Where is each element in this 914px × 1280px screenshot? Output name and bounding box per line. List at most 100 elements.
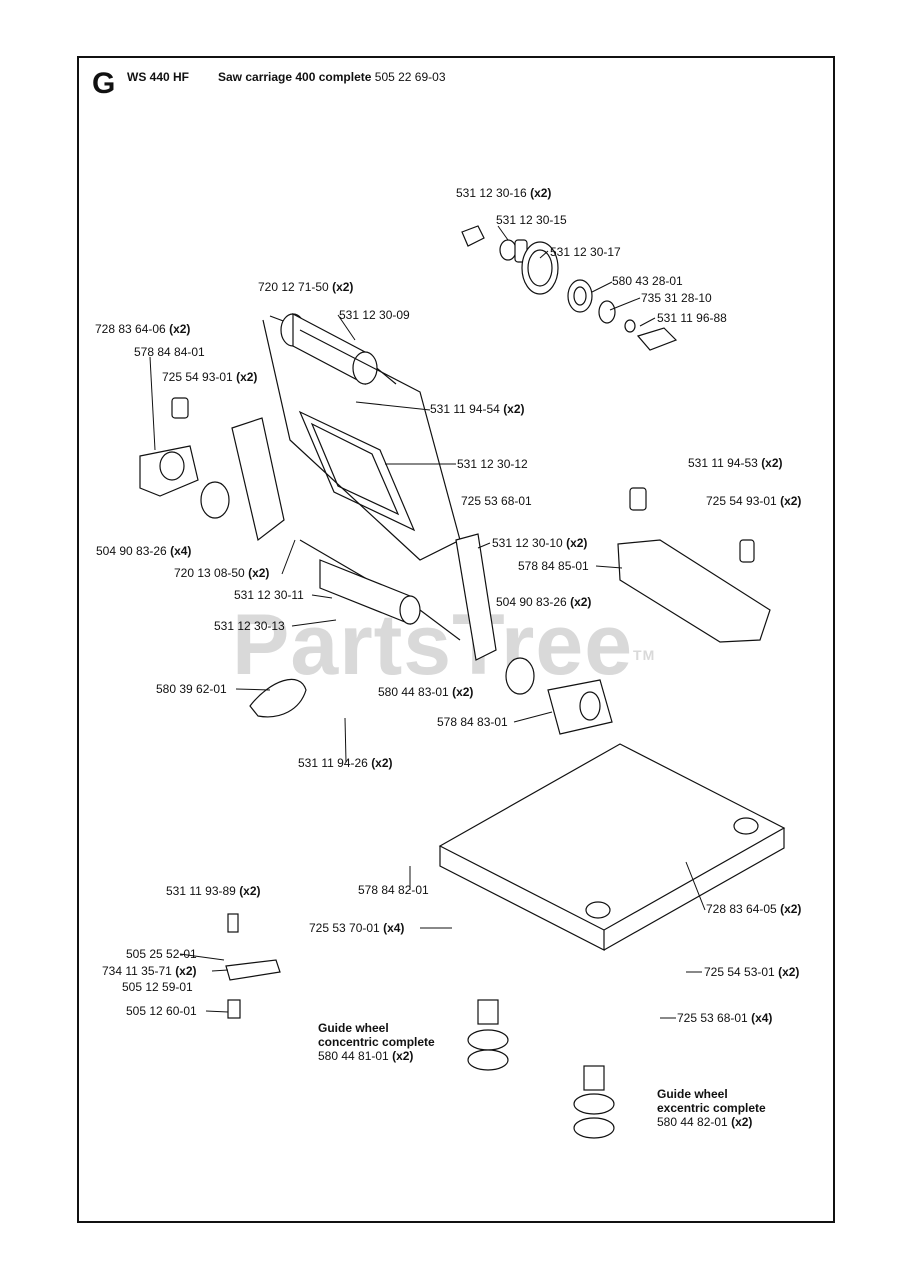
leader-line [179, 953, 225, 961]
small-fasteners [225, 913, 281, 1019]
clamp-bar [617, 487, 771, 643]
roller-lower [299, 539, 461, 641]
part-label: 728 83 64-06 (x2) [95, 322, 190, 336]
part-label: 735 31 28-10 [641, 291, 712, 305]
part-quantity: (x4) [751, 1011, 773, 1025]
guide-wheel-part-number: 580 44 81-01 [318, 1049, 389, 1063]
watermark-text: PartsTree [232, 597, 634, 693]
leader-line [211, 969, 229, 972]
frame-plate [298, 410, 416, 532]
part-label: 734 11 35-71 (x2) [102, 964, 197, 978]
leader-line [337, 314, 356, 341]
part-label: 531 12 30-17 [550, 245, 621, 259]
title-part-number: 505 22 69-03 [374, 70, 446, 84]
part-number: 531 11 94-26 [298, 756, 368, 770]
part-number: 578 84 83-01 [437, 715, 508, 729]
leader-line [591, 281, 613, 293]
part-number: 531 12 30-12 [457, 457, 528, 471]
part-label: 531 12 30-09 [339, 308, 410, 322]
part-number: 720 13 08-50 [174, 566, 245, 580]
guide-wheel-qty: (x2) [731, 1115, 753, 1129]
part-label: 505 25 52-01 [126, 947, 197, 961]
title-text: Saw carriage 400 complete [218, 70, 372, 84]
part-number: 578 84 82-01 [358, 883, 429, 897]
guide-wheel-excentric-label: Guide wheel excentric complete 580 44 82… [657, 1087, 766, 1129]
part-number: 531 12 30-11 [234, 588, 304, 602]
part-label: 725 54 53-01 (x2) [704, 965, 799, 979]
part-label: 578 84 82-01 [358, 883, 429, 897]
leader-line [311, 594, 333, 599]
part-number: 505 12 59-01 [122, 980, 193, 994]
part-label: 580 44 83-01 (x2) [378, 685, 473, 699]
right-bracket [505, 657, 613, 735]
cable-part [249, 678, 307, 718]
assembly-outline [262, 319, 461, 561]
part-number: 728 83 64-06 [95, 322, 166, 336]
part-label: 531 12 30-15 [496, 213, 567, 227]
part-label: 531 11 94-53 (x2) [688, 456, 783, 470]
part-number: 531 12 30-17 [550, 245, 621, 259]
part-number: 725 54 53-01 [704, 965, 775, 979]
leader-line [149, 356, 156, 451]
part-quantity: (x2) [780, 902, 802, 916]
part-number: 531 11 96-88 [657, 311, 727, 325]
leader-line [609, 297, 641, 311]
guide-wheel-part-number: 580 44 82-01 [657, 1115, 728, 1129]
guide-wheel-excentric [573, 1065, 615, 1139]
part-quantity: (x2) [570, 595, 592, 609]
part-quantity: (x2) [780, 494, 802, 508]
part-number: 580 43 28-01 [612, 274, 683, 288]
section-letter: G [92, 67, 116, 100]
part-label: 531 12 30-11 [234, 588, 304, 602]
part-label: 725 54 93-01 (x2) [706, 494, 801, 508]
watermark-tm: TM [633, 647, 656, 663]
part-label: 578 84 85-01 [518, 559, 589, 573]
part-quantity: (x2) [452, 685, 474, 699]
part-number: 531 11 94-54 [430, 402, 500, 416]
part-number: 725 53 68-01 [677, 1011, 748, 1025]
leader-line [205, 1010, 229, 1013]
part-quantity: (x4) [170, 544, 192, 558]
leader-line [685, 861, 706, 911]
part-quantity: (x2) [566, 536, 588, 550]
diagram-frame [77, 56, 835, 1223]
part-quantity: (x2) [371, 756, 393, 770]
part-label: 578 84 84-01 [134, 345, 205, 359]
part-label: 580 39 62-01 [156, 682, 227, 696]
part-number: 725 54 93-01 [162, 370, 233, 384]
part-quantity: (x2) [248, 566, 270, 580]
part-label: 578 84 83-01 [437, 715, 508, 729]
guide-wheel-line2: concentric complete [318, 1035, 435, 1049]
leader-line [497, 225, 509, 241]
part-quantity: (x2) [169, 322, 191, 336]
part-label: 728 83 64-05 (x2) [706, 902, 801, 916]
part-label: 531 11 94-54 (x2) [430, 402, 525, 416]
part-label: 725 54 93-01 (x2) [162, 370, 257, 384]
part-label: 720 12 71-50 (x2) [258, 280, 353, 294]
left-bracket [139, 397, 285, 542]
gear-assembly [461, 225, 678, 351]
guide-wheel-qty: (x2) [392, 1049, 414, 1063]
part-quantity: (x2) [175, 964, 197, 978]
leader-line [539, 250, 549, 259]
diagram-title: Saw carriage 400 complete 505 22 69-03 [218, 70, 446, 84]
part-quantity: (x2) [530, 186, 552, 200]
part-number: 725 53 68-01 [461, 494, 532, 508]
part-label: 580 43 28-01 [612, 274, 683, 288]
part-label: 531 11 93-89 (x2) [166, 884, 261, 898]
part-label: 531 12 30-12 [457, 457, 528, 471]
part-number: 725 53 70-01 [309, 921, 380, 935]
leader-line [477, 542, 491, 549]
part-number: 531 12 30-10 [492, 536, 563, 550]
guide-wheel-line1: Guide wheel [657, 1087, 728, 1101]
part-label: 504 90 83-26 (x2) [496, 595, 591, 609]
watermark: PartsTreeTM [232, 600, 655, 690]
part-label: 531 11 96-88 [657, 311, 727, 325]
part-label: 725 53 68-01 [461, 494, 532, 508]
part-label: 720 13 08-50 (x2) [174, 566, 269, 580]
part-number: 505 25 52-01 [126, 947, 197, 961]
leader-line [235, 688, 271, 691]
part-number: 580 39 62-01 [156, 682, 227, 696]
guide-wheel-concentric [467, 999, 509, 1071]
